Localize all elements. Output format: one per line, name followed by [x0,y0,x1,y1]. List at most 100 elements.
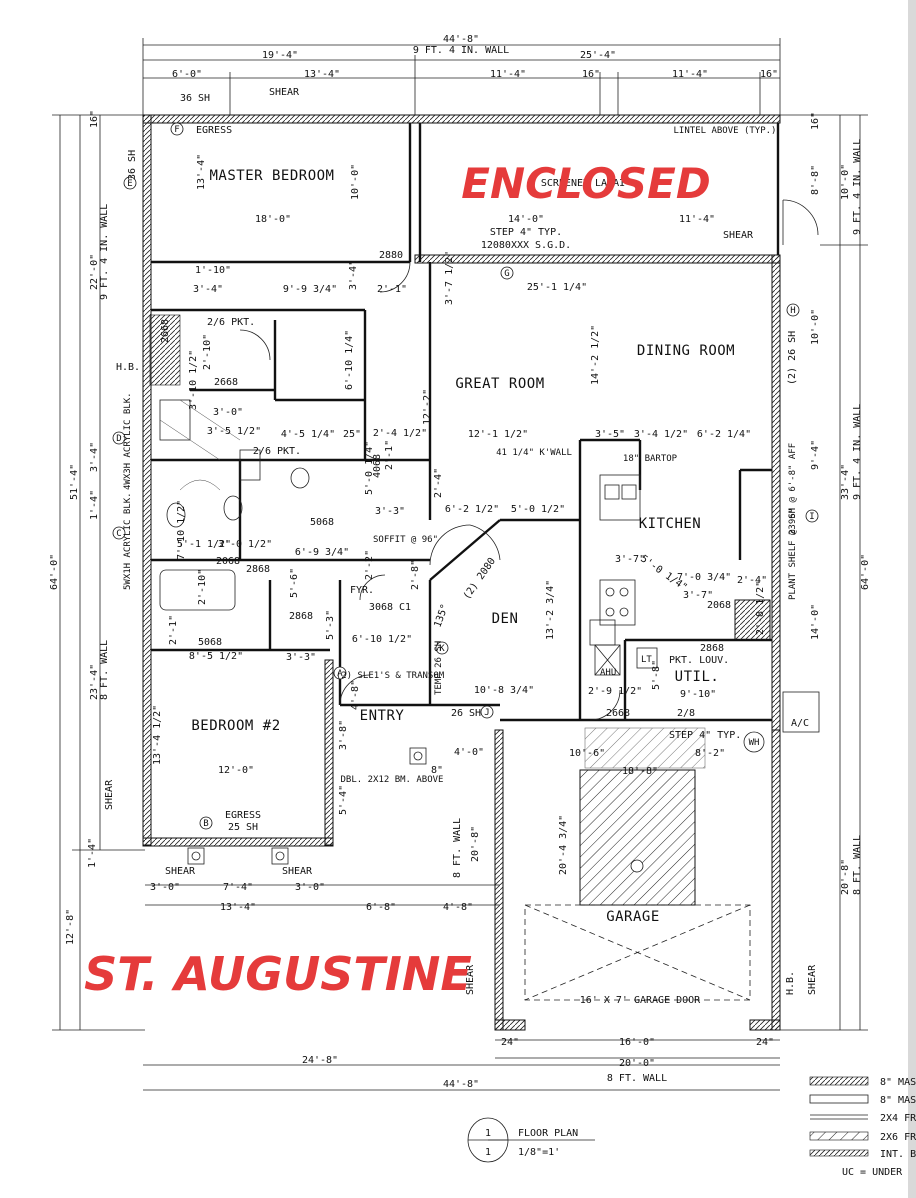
title-block: 1 1 FLOOR PLAN 1/8"=1' [467,1117,595,1163]
dim: WH [749,738,760,748]
dim: 3'-4 1/2" [634,429,688,440]
window-marker-label: I [809,512,814,522]
dim-overall-top: 44'-8" [443,34,479,45]
dim-top-left: 19'-4" [262,50,298,61]
dim: 2'-1" [377,284,407,295]
dim: 18'-0" [255,214,291,225]
title-text: FLOOR PLAN [518,1128,578,1139]
dim: 13'-2 3/4" [545,580,556,640]
dim: EGRESS [225,810,261,821]
dimension-lines [52,38,868,1091]
dim: 12'-8" [65,909,76,945]
dim: 11'-4" [672,69,708,80]
dimension-labels: 44'-8" 9 FT. 4 IN. WALL 19'-4" 25'-4" 6'… [49,34,871,1090]
dim: 9'-9 3/4" [283,284,337,295]
dim: 36 SH [180,93,210,104]
window-marker-circle [435,641,449,655]
dim: 7'-10 1/2" [176,500,187,560]
garage-details [524,727,751,1001]
room-kitchen: KITCHEN [639,516,702,532]
window-marker-label: A [337,669,343,679]
dim: 3'-5 1/2" [207,426,261,437]
dim: 2068 [707,600,731,611]
dim-top-right: 25'-4" [580,50,616,61]
dim: 8 FT. WALL [852,835,863,895]
dim: 8'-5 1/2" [189,651,243,662]
dim: 5068 [310,517,334,528]
legend-item: 8" MAS [880,1095,916,1106]
dim: 2668 [214,377,238,388]
room-bedroom-2: BEDROOM #2 [191,718,280,734]
dim: 41 1/4" K'WALL [496,448,572,458]
dim: 3'-4" [348,260,359,290]
room-screened-lanai: SCREENED LANAI [541,178,625,189]
dim: 10'-0" [840,164,851,200]
dim: SHEAR [269,87,300,98]
dim: 3'-3" [286,652,316,663]
exterior-walls [142,114,781,1031]
dim: 7'-0 3/4" [677,572,731,583]
window-marker-label: H [790,306,795,316]
legend-item: 8" MAS [880,1077,916,1088]
dim: 20'-0" [619,1058,655,1069]
stamp-st-augustine: ST. AUGUSTINE [84,947,472,1001]
dim: 10'-6" [569,748,605,759]
dim: 20'-4 3/4" [558,815,569,875]
dim: 8" [431,765,443,776]
dim: 12'-2" [422,389,433,425]
dim: 13'-4" [304,69,340,80]
dim: 3'-7" [615,554,645,565]
dim: 11'-4" [490,69,526,80]
dim: 6'-10 1/4" [344,330,355,390]
dim: SHEAR [723,230,754,241]
dim: 33'-4" [840,464,851,500]
room-fyr: FYR. [350,585,374,596]
window-marker-label: G [504,269,509,279]
window-marker-circle [112,431,126,445]
dim: TEMP 26 SH [434,641,444,695]
dim: 5'-0 1/4" [364,441,375,495]
dim: 2068 [216,556,240,567]
dim: 24" [756,1037,774,1048]
dim: 2'-4" [433,468,444,498]
window-marker-circle [786,303,800,317]
window-marker-circle [112,526,126,540]
dim: SHEAR [465,964,476,995]
dim: 2/8 [677,708,695,719]
dim: SHEAR [282,866,313,877]
dim: 3'-0 1/2" [218,539,272,550]
dim: 4'-8" [443,902,473,913]
dim: (2) 2080 [461,556,498,602]
room-den: DEN [492,611,519,627]
dim: 24" [501,1037,519,1048]
dim: 36 SH [127,150,138,180]
dim: 12'-0" [218,765,254,776]
dim: 18" BARTOP [623,454,678,464]
interior-walls [151,123,780,722]
dim-top-wall: 9 FT. 4 IN. WALL [413,45,509,56]
dim: STEP 4" TYP. [669,730,741,741]
dim: H.B. [116,362,140,373]
dim: 1'-4" [87,838,98,868]
dim: 25 SH [228,822,258,833]
dim: 8 FT. WALL [607,1073,667,1084]
dim: 3068 C1 [369,602,411,613]
dim: SHEAR [807,964,818,995]
dim: 10'-0" [350,164,361,200]
window-marker-label: E [127,179,132,189]
dim: 2'-4 1/2" [373,428,427,439]
dim: 12'-1 1/2" [468,429,528,440]
dim: 6'-8" [366,902,396,913]
window-marker-circle [333,666,347,680]
dim: 3'-5" [595,429,625,440]
dim: 5'-1 1/2" [177,539,231,550]
dim: 64'-0" [49,554,60,590]
page-edge [908,0,916,1198]
dim: 1'-10" [195,265,231,276]
dim: 5'-4" [338,785,349,815]
legend-item: INT. BE [880,1149,916,1160]
dim: 6'-2 1/4" [697,429,751,440]
dim: 4WX3H ACRYLIC BLK. [123,392,133,490]
